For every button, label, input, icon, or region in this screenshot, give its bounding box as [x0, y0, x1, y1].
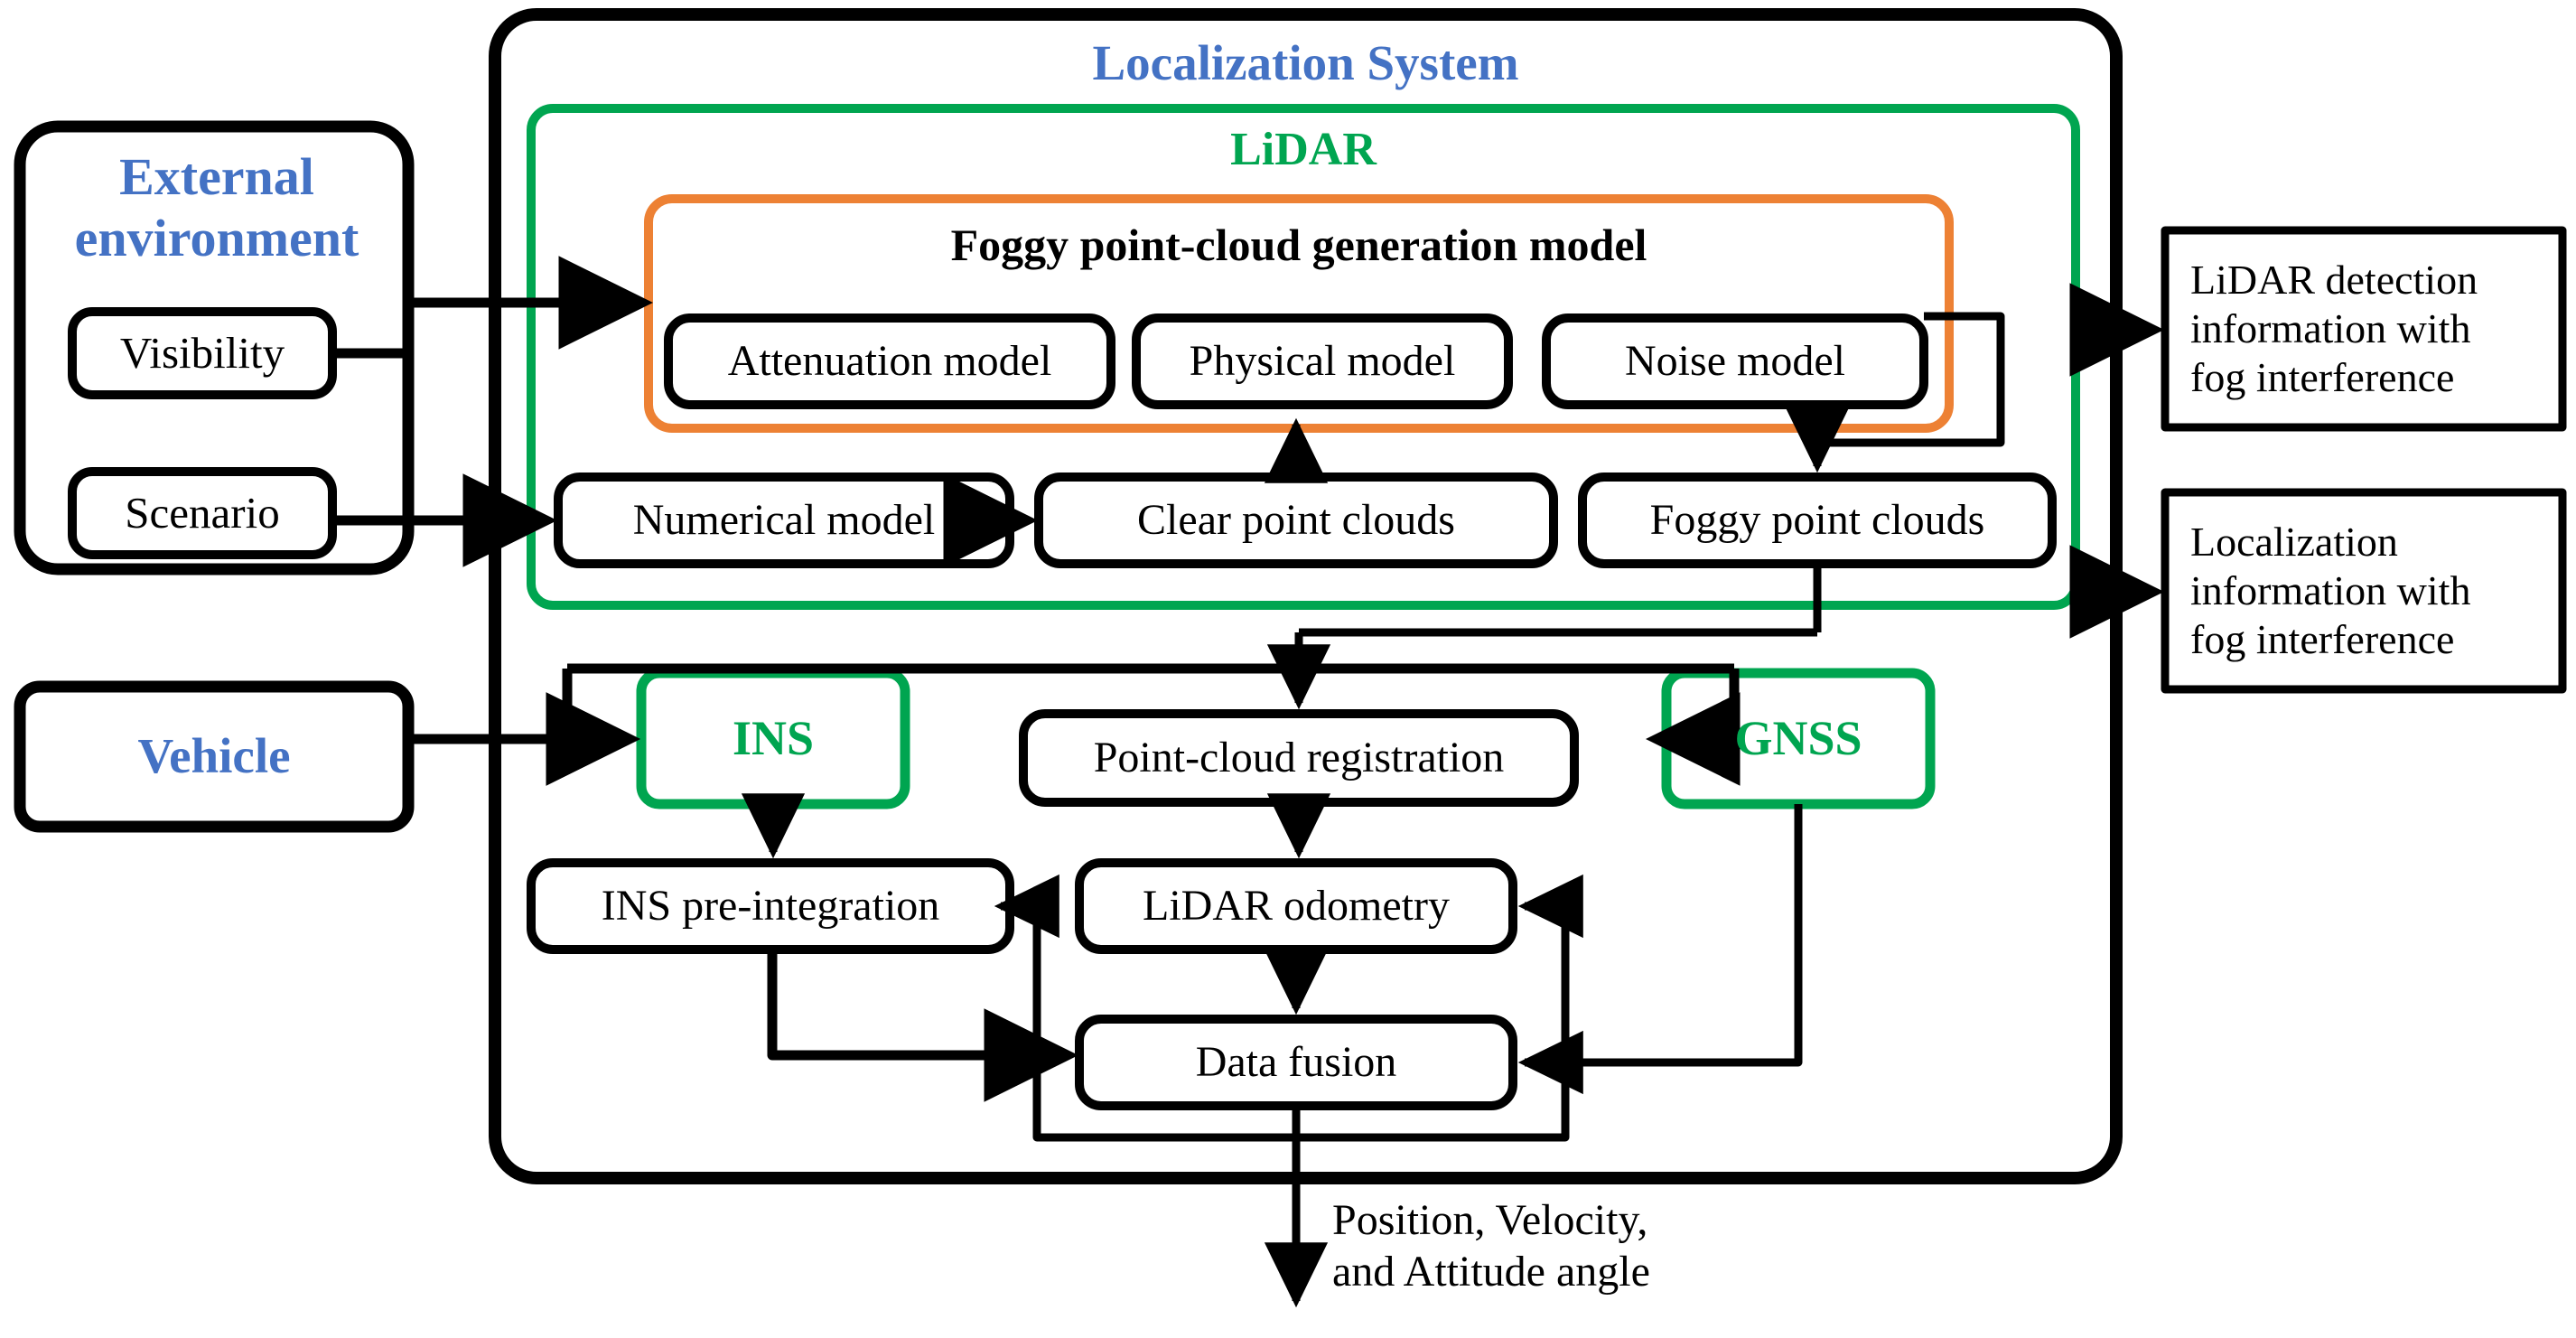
ins-box — [636, 668, 910, 809]
noise-model-box — [1542, 313, 1928, 409]
physical-model-box — [1132, 313, 1513, 409]
localization-info-output-box — [2161, 488, 2567, 694]
localization-system-box — [489, 8, 2123, 1184]
edge-noise-to-foggy-clouds — [1785, 312, 2005, 473]
edge-preintegration-to-fusion — [767, 950, 1078, 1102]
visibility-box — [68, 307, 337, 399]
data-fusion-box — [1075, 1015, 1517, 1110]
clear-point-clouds-box — [1034, 473, 1558, 568]
lidar-box — [527, 104, 2080, 610]
scenario-box — [68, 467, 337, 559]
ins-pre-integration-box — [527, 858, 1014, 954]
edge-visibility-to-foggy-model — [332, 256, 653, 359]
lidar-odometry-box — [1075, 858, 1517, 954]
numerical-model-box — [554, 473, 1014, 568]
edge-gnss-to-fusion — [1517, 804, 1803, 1095]
external-environment-box — [14, 120, 415, 575]
foggy-point-clouds-box — [1578, 473, 2057, 568]
edge-bus-down-to-ins — [546, 669, 640, 786]
edge-bus-down-to-gnss — [1646, 669, 1741, 786]
attenuation-model-box — [664, 313, 1115, 409]
point-cloud-registration-box — [1019, 709, 1579, 807]
lidar-detection-output-box — [2161, 226, 2567, 432]
vehicle-box — [14, 680, 415, 833]
